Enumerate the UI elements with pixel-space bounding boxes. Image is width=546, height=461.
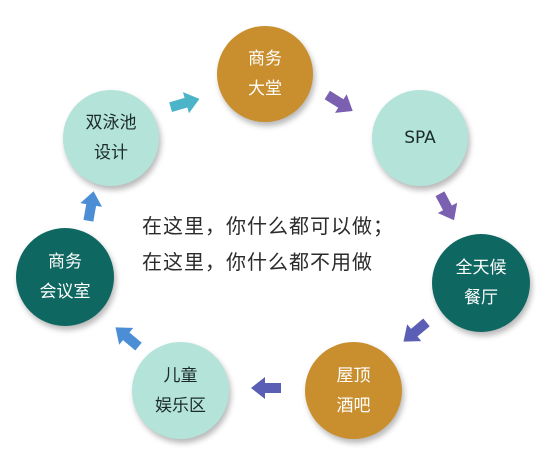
node-all-day-dining: 全天候 餐厅 xyxy=(432,234,530,332)
node-pool-design: 双泳池 设计 xyxy=(63,90,159,186)
arrow-spa-to-dining-icon xyxy=(430,189,464,226)
node-rooftop-bar-line2: 酒吧 xyxy=(336,395,371,416)
center-slogan-line2: 在这里，你什么都不用做 xyxy=(142,250,373,274)
arrow-kids-to-meeting-icon xyxy=(108,319,145,355)
node-spa-line1: SPA xyxy=(404,128,436,148)
node-business-meeting-line2: 会议室 xyxy=(39,282,91,302)
node-pool-design-line2: 设计 xyxy=(94,143,128,163)
arrow-meeting-to-pool-icon xyxy=(78,189,105,222)
node-kids-playroom-line1: 儿童 xyxy=(163,365,198,386)
node-business-lobby-line2: 大堂 xyxy=(248,79,282,99)
arrow-pool-to-lobby-icon xyxy=(168,88,203,117)
node-all-day-dining-line1: 全天候 xyxy=(455,258,507,278)
node-rooftop-bar: 屋顶 酒吧 xyxy=(305,342,402,439)
node-kids-playroom-line2: 娱乐区 xyxy=(155,395,206,416)
node-business-meeting: 商务 会议室 xyxy=(16,228,114,326)
node-all-day-dining-line2: 餐厅 xyxy=(464,288,498,308)
node-business-lobby: 商务 大堂 xyxy=(217,26,313,122)
center-slogan: 在这里，你什么都可以做； 在这里，你什么都不用做 xyxy=(142,208,394,280)
node-rooftop-bar-line1: 屋顶 xyxy=(336,365,371,386)
center-slogan-line1: 在这里，你什么都可以做； xyxy=(142,214,394,238)
arrow-rooftop-to-kids-icon xyxy=(251,377,281,399)
node-business-lobby-line1: 商务 xyxy=(248,49,282,69)
arrow-lobby-to-spa-icon xyxy=(321,86,358,121)
node-pool-design-line1: 双泳池 xyxy=(85,113,137,133)
node-spa: SPA xyxy=(372,90,468,186)
arrow-dining-to-rooftop-icon xyxy=(396,314,433,350)
node-business-meeting-line1: 商务 xyxy=(48,252,82,272)
node-kids-playroom: 儿童 娱乐区 xyxy=(132,342,229,439)
